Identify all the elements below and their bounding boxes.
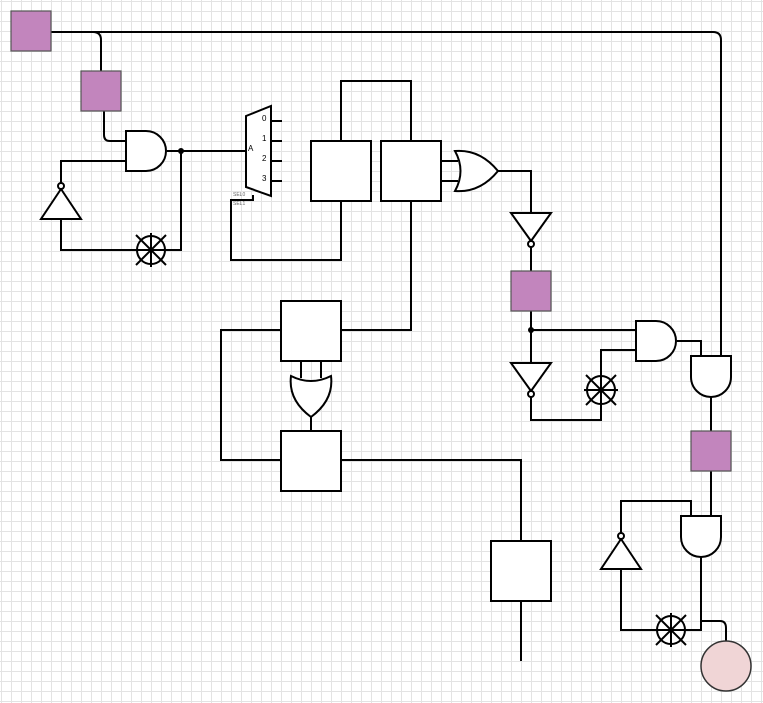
clock-1[interactable]	[134, 233, 168, 267]
wire-block2-down[interactable]	[341, 201, 412, 331]
block-3[interactable]	[280, 300, 342, 362]
input-pin-3[interactable]	[510, 270, 552, 312]
or-gate-1[interactable]	[453, 149, 500, 193]
wire-blocks-top[interactable]	[340, 80, 412, 141]
not-gate-3[interactable]	[509, 362, 553, 398]
not-gate-4[interactable]	[599, 532, 643, 570]
mux-out-label-3: 3	[262, 174, 267, 183]
junction-dot-2	[528, 327, 534, 333]
mux-sel0-label: SEL0	[233, 192, 245, 198]
wire-clock3-to-and4[interactable]	[686, 556, 702, 631]
and-gate-1[interactable]	[125, 130, 167, 172]
input-pin-1[interactable]	[10, 10, 52, 52]
not-gate-2[interactable]	[509, 212, 553, 248]
mux-out-label-1: 1	[262, 134, 267, 143]
wire-to-led[interactable]	[701, 620, 727, 641]
and-gate-2[interactable]	[635, 320, 677, 362]
block-5[interactable]	[490, 540, 552, 602]
wires	[51, 31, 727, 661]
wire-not4-loop[interactable]	[620, 569, 656, 631]
clock-2[interactable]	[584, 373, 618, 407]
wire-and1-in2[interactable]	[60, 160, 126, 185]
wire-block3-left-loop[interactable]	[220, 329, 281, 461]
multiplexer[interactable]: A 0 1 2 3 SEL0 SEL1	[233, 104, 272, 207]
clock-3[interactable]	[654, 613, 688, 647]
block-4[interactable]	[280, 430, 342, 492]
wire-or1-to-not2[interactable]	[498, 170, 532, 213]
wire-top-bus[interactable]	[51, 31, 722, 356]
wire-and4-in[interactable]	[620, 500, 692, 535]
input-pin-4[interactable]	[690, 430, 732, 472]
mux-out-label-2: 2	[262, 154, 267, 163]
wire-block4-to-block5[interactable]	[341, 459, 522, 541]
junction-dot-1	[178, 148, 184, 154]
wire-not1-loop[interactable]	[60, 219, 136, 251]
wire-not3-loop[interactable]	[530, 349, 636, 421]
mux-input-label: A	[248, 144, 254, 153]
and-gate-3[interactable]	[690, 355, 732, 398]
and-gate-4[interactable]	[680, 515, 722, 558]
output-led[interactable]	[700, 640, 752, 692]
input-pin-2[interactable]	[80, 70, 122, 112]
wire-mux-sel[interactable]	[230, 195, 342, 261]
wire-and2-to-and3[interactable]	[677, 340, 702, 356]
mux-sel1-label: SEL1	[233, 201, 245, 207]
mux-out-label-0: 0	[262, 114, 267, 123]
block-2[interactable]	[380, 140, 442, 202]
not-gate-1[interactable]	[39, 182, 83, 220]
wire-pin2-to-and1[interactable]	[103, 111, 126, 142]
wire-clock1-loop[interactable]	[166, 151, 182, 251]
or-gate-2[interactable]	[289, 374, 333, 419]
wire-pin1-to-pin2[interactable]	[92, 31, 102, 71]
block-1[interactable]	[310, 140, 372, 202]
